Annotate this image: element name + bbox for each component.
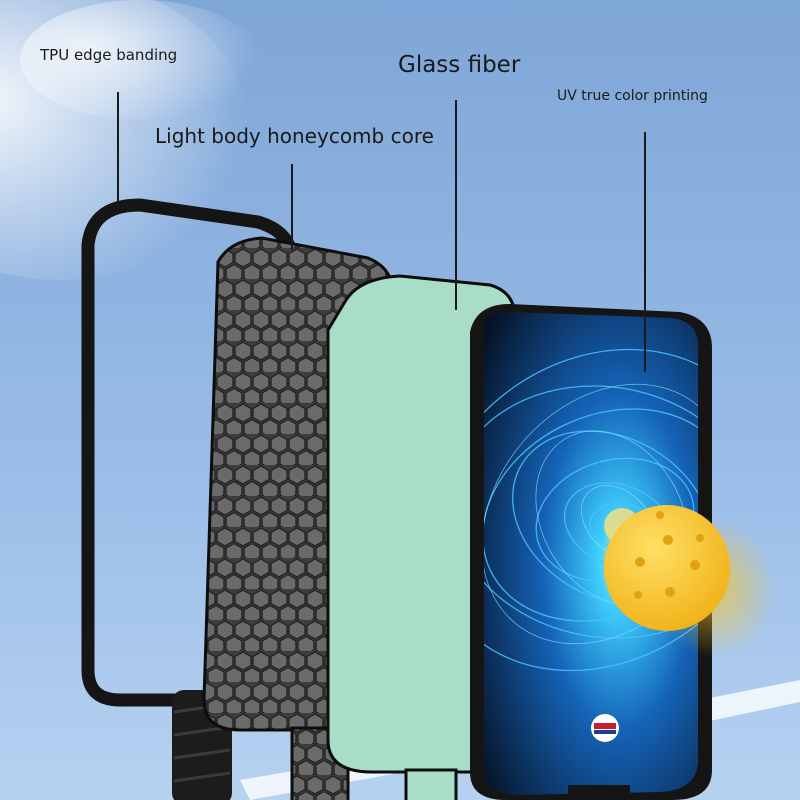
label-tpu-edge-banding: TPU edge banding xyxy=(40,46,178,64)
paddle-handle xyxy=(568,785,630,800)
label-glass-fiber: Glass fiber xyxy=(398,52,521,78)
cloud xyxy=(20,0,260,120)
usa-pickleball-logo xyxy=(591,714,619,742)
label-uv-printing: UV true color printing xyxy=(557,88,708,104)
label-honeycomb-core: Light body honeycomb core xyxy=(155,124,434,148)
pickleball-ball-icon xyxy=(604,505,775,658)
glass-fiber-layer xyxy=(326,274,517,800)
